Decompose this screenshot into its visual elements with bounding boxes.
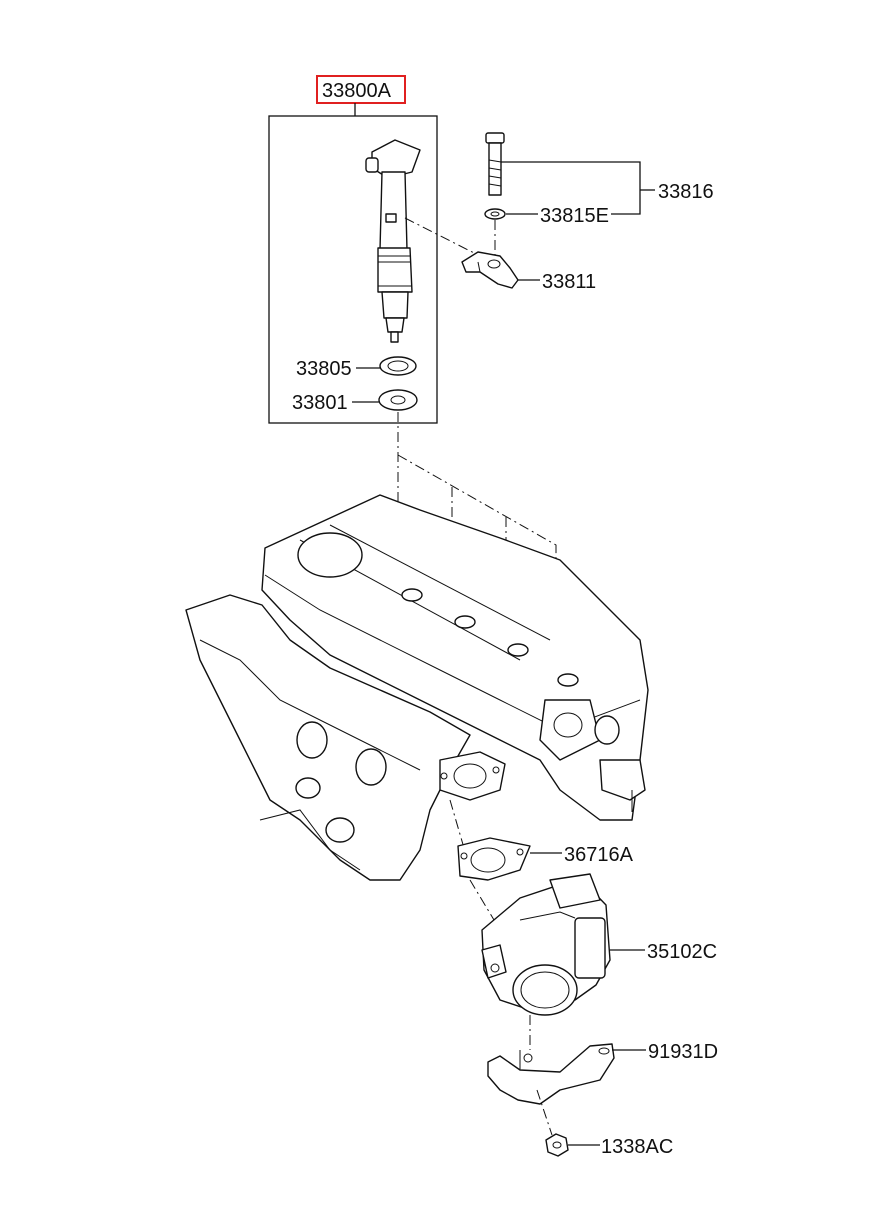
callout-label-33801[interactable]: 33801 — [292, 392, 348, 414]
bolt[interactable] — [485, 132, 505, 196]
assembly-box — [268, 115, 438, 424]
cylinder-head — [261, 494, 649, 821]
intake-manifold — [185, 594, 471, 881]
nut[interactable] — [545, 1133, 569, 1157]
callout-label-35102c[interactable]: 35102C — [647, 941, 717, 963]
callout-label-33800a: 33800A — [322, 80, 392, 102]
callout-label-33805[interactable]: 33805 — [296, 358, 352, 380]
callout-33800a[interactable]: 33800A — [316, 75, 406, 104]
callout-label-36716a[interactable]: 36716A — [564, 844, 634, 866]
seal-ring[interactable] — [379, 356, 417, 376]
leader-33816-bracket — [501, 161, 641, 215]
manifold-flange — [439, 751, 506, 801]
callout-label-33816[interactable]: 33816 — [658, 181, 714, 203]
throttle-body[interactable] — [481, 873, 611, 1016]
callout-label-1338ac[interactable]: 1338AC — [601, 1136, 673, 1158]
bracket[interactable] — [487, 1043, 615, 1105]
injector[interactable] — [365, 139, 421, 343]
callout-label-91931d[interactable]: 91931D — [648, 1041, 718, 1063]
centerline-injector-clamp — [404, 217, 481, 257]
small-washer[interactable] — [484, 208, 506, 220]
gasket[interactable] — [457, 837, 531, 881]
injector-washer[interactable] — [378, 389, 418, 411]
callout-label-33815e[interactable]: 33815E — [540, 205, 609, 227]
highlight-box — [316, 75, 406, 104]
callout-label-33811[interactable]: 33811 — [542, 271, 596, 293]
centerline-flange-gasket — [449, 799, 465, 849]
clamp[interactable] — [461, 251, 519, 289]
centerline-bracket-nut — [536, 1089, 553, 1136]
